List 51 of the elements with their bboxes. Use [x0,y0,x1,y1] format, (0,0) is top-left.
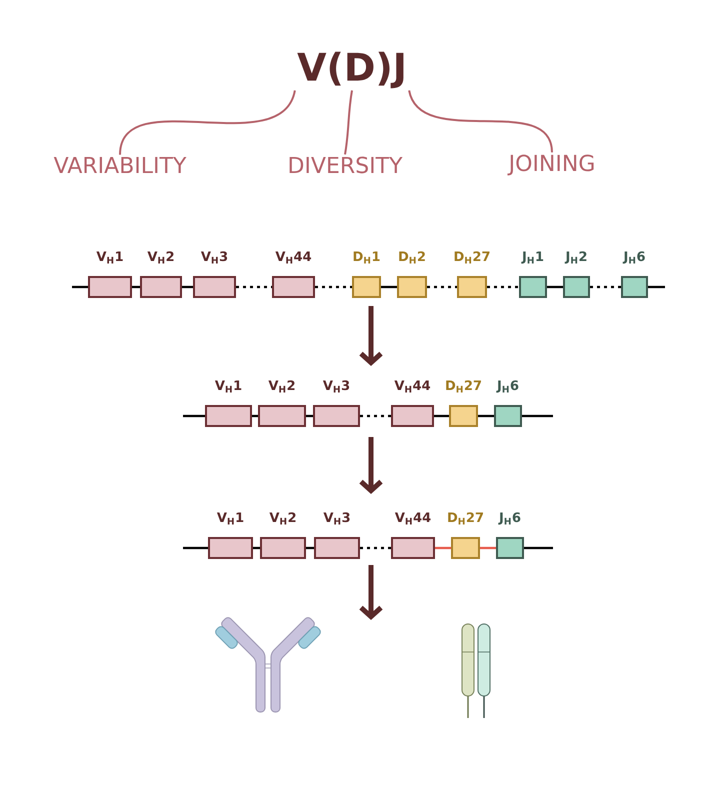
gene-segment: D$_{H}$27 [454,251,490,298]
node-label: D$_{H}$27 [454,251,490,264]
gene-segment: V$_{H}$44 [272,252,315,298]
gene-segment: J$_{H}$6 [621,251,648,298]
node-label: V$_{H}$1 [214,380,242,392]
gene-segment: J$_{H}$6 [496,512,524,559]
node-label: V$_{H}$1 [216,512,244,524]
node-label: J$_{H}$1 [521,252,544,264]
gene-segment: D$_{H}$27 [446,380,481,427]
node-label: J$_{H}$6 [622,251,645,264]
node-label: V$_{H}$3 [322,380,350,392]
node-label: V$_{H}$44 [394,512,431,524]
node-label: D$_{H}$2 [399,251,425,264]
gene-segment: D$_{H}$2 [397,251,427,298]
term-label: DIVERSITY [290,156,403,174]
node-label: V$_{H}$44 [394,380,430,392]
node-label: J$_{H}$2 [564,251,586,264]
node-label: V$_{H}$1 [96,252,123,264]
gene-segment: V$_{H}$3 [313,380,360,427]
connector-line [119,90,296,155]
connector-line [408,90,553,153]
gene-segment: V$_{H}$2 [258,380,306,427]
gene-segment: V$_{H}$2 [260,512,306,559]
node-label: J$_{H}$6 [496,380,518,393]
node-label: V$_{H}$3 [200,251,228,264]
gene-segment: J$_{H}$6 [494,380,522,427]
gene-segment: V$_{H}$3 [193,251,236,298]
node-label: D$_{H}$27 [448,512,483,524]
node-label: D$_{H}$1 [354,252,380,264]
connector-line [344,90,353,155]
gene-segment: V$_{H}$1 [208,512,253,559]
title: V(D)J [297,52,404,88]
node-label: D$_{H}$27 [446,380,481,392]
term-label: JOINING [508,154,594,176]
gene-segment: V$_{H}$44 [391,380,434,427]
gene-segment: V$_{H}$3 [314,512,360,559]
node-label: V$_{H}$2 [269,512,296,524]
node-label: J$_{H}$6 [498,512,520,525]
gene-segment: V$_{H}$1 [88,252,132,298]
gene-segment: V$_{H}$2 [140,251,182,298]
gene-segment: V$_{H}$1 [205,380,252,427]
node-label: V$_{H}$2 [147,251,174,264]
node-label: V$_{H}$44 [275,252,312,264]
gene-segment: V$_{H}$44 [391,512,435,559]
gene-segment: D$_{H}$1 [352,252,381,298]
term-label: VARIABILITY [54,156,186,174]
gene-segment: J$_{H}$1 [519,252,547,298]
gene-segment: J$_{H}$2 [563,251,590,298]
node-label: V$_{H}$3 [323,512,350,524]
node-label: V$_{H}$2 [268,380,294,392]
gene-segment: D$_{H}$27 [448,512,483,559]
